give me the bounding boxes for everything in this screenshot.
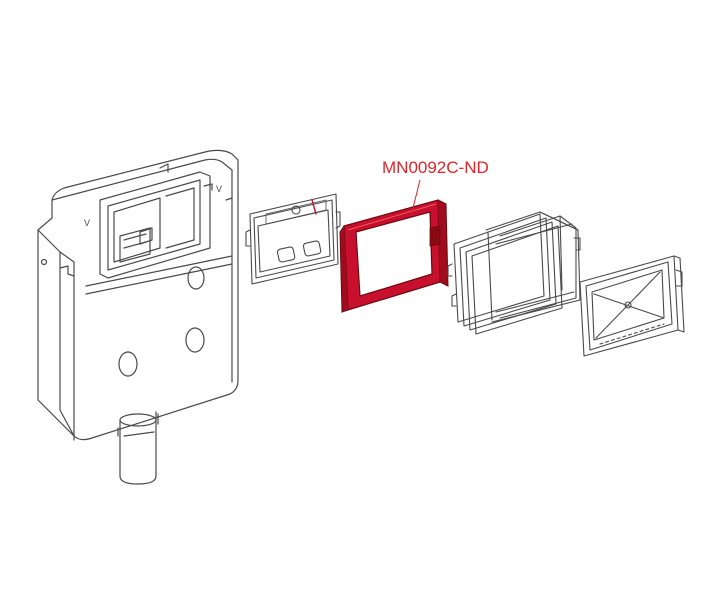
cover-plate-illustration <box>579 255 685 357</box>
cistern-illustration: V V <box>37 149 239 485</box>
svg-text:V: V <box>84 218 90 228</box>
part-number-callout: MN0092C-ND <box>382 158 489 177</box>
installation-box-illustration <box>447 211 581 335</box>
mounting-frame-highlighted <box>339 179 449 313</box>
flush-plate-frame-illustration <box>245 193 341 285</box>
svg-text:V: V <box>216 184 222 194</box>
